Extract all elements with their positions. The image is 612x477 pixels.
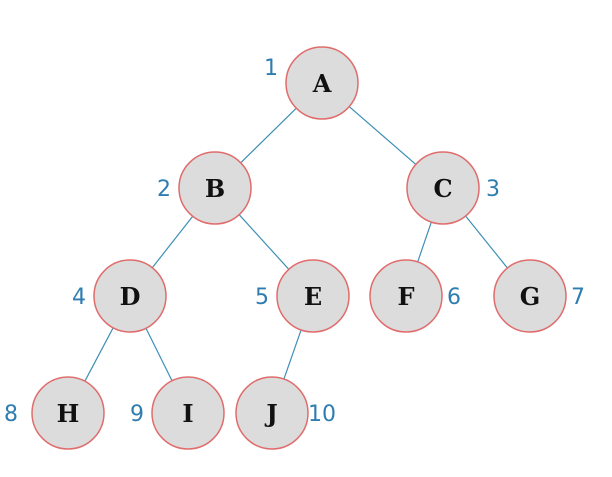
node-label: D [120, 282, 141, 311]
node-index-label: 7 [571, 285, 585, 310]
edge-e-j [283, 329, 302, 380]
node-label: I [182, 399, 193, 428]
node-circle [151, 376, 225, 450]
node-circle [493, 259, 567, 333]
node-label: H [57, 399, 80, 428]
node-index-label: 4 [72, 285, 86, 310]
edge-d-h [84, 327, 114, 382]
node-circle [276, 259, 350, 333]
edge-b-d [151, 215, 194, 269]
edge-b-e [238, 214, 290, 270]
node-index-label: 5 [255, 285, 269, 310]
node-circle [93, 259, 167, 333]
edge-d-i [145, 327, 173, 382]
node-index-label: 8 [4, 402, 18, 427]
edge-a-c [348, 106, 417, 165]
node-index-label: 1 [264, 56, 278, 81]
node-circle [235, 376, 309, 450]
tree-node-a: A1 [264, 46, 359, 120]
node-circle [406, 151, 480, 225]
node-circle [369, 259, 443, 333]
node-circle [285, 46, 359, 120]
node-label: J [264, 399, 277, 428]
node-index-label: 2 [157, 177, 171, 202]
tree-node-i: I9 [130, 376, 225, 450]
edge-c-g [465, 215, 508, 269]
node-label: G [520, 282, 541, 311]
node-index-label: 6 [447, 285, 461, 310]
tree-node-d: D4 [72, 259, 167, 333]
tree-node-j: J 10 [235, 376, 336, 450]
node-label: E [304, 282, 322, 311]
tree-node-b: B2 [157, 151, 252, 225]
edge-a-b [240, 107, 297, 164]
node-index-label: 10 [308, 402, 336, 427]
node-label: A [312, 69, 332, 98]
node-index-label: 9 [130, 402, 144, 427]
node-label: C [433, 174, 452, 203]
tree-node-h: H8 [4, 376, 105, 450]
node-circle [178, 151, 252, 225]
node-label: F [397, 282, 414, 311]
node-circle [31, 376, 105, 450]
tree-edges [84, 106, 508, 382]
tree-node-e: E5 [255, 259, 350, 333]
node-label: B [205, 174, 225, 203]
edge-c-f [417, 221, 432, 263]
node-index-label: 3 [486, 177, 500, 202]
